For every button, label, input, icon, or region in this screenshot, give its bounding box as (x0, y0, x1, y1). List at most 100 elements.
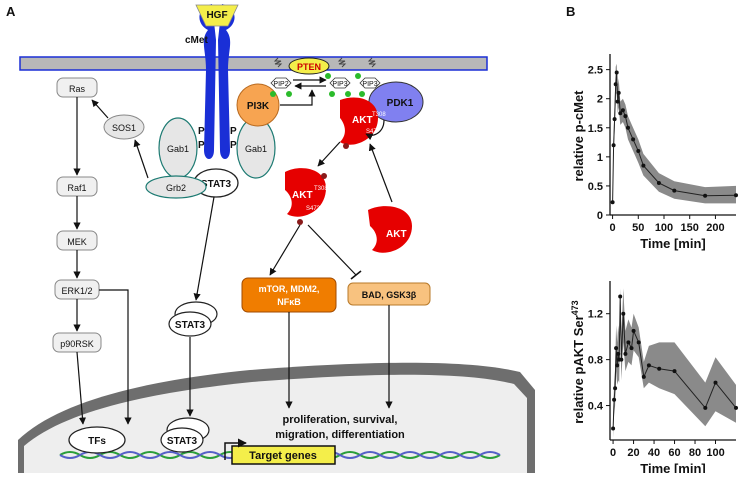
data-point (615, 363, 620, 368)
outcome-line1: proliferation, survival, (283, 414, 398, 426)
stat3-to-cytoplasm-arrow (193, 196, 215, 301)
grb2 (145, 175, 207, 199)
svg-text:S473: S473 (366, 129, 381, 135)
transcription-start-arrow (224, 438, 247, 460)
y-tick-label: 1.5 (588, 123, 603, 135)
pi3k (236, 83, 280, 127)
x-tick-label: 60 (668, 447, 680, 459)
data-point (614, 70, 619, 75)
svg-text:Ras: Ras (69, 84, 86, 94)
x-tick-label: 50 (632, 222, 644, 234)
pip3-a: PIP3 (329, 77, 351, 89)
data-point (618, 294, 623, 299)
data-point (631, 328, 636, 333)
x-tick-label: 0 (610, 222, 616, 234)
svg-text:P: P (230, 126, 237, 137)
data-point (626, 125, 630, 130)
data-point (614, 346, 619, 351)
pip2: PIP2 (270, 77, 292, 89)
svg-text:AKT: AKT (352, 115, 373, 126)
hgf-ligand: HGF (195, 4, 239, 27)
data-point (616, 90, 621, 95)
cmet-label: cMet (185, 35, 208, 46)
hgf-label: HGF (206, 10, 227, 21)
data-point (613, 386, 618, 391)
grb2-to-sos1-arrow (133, 139, 149, 179)
x-tick-label: 100 (655, 222, 673, 234)
akt-membrane: AKT T308 S473 (340, 97, 386, 149)
akt-membrane-to-active-arrow (317, 141, 341, 167)
y-tick-label: 0.8 (588, 355, 603, 367)
gab1-right-label: Gab1 (245, 144, 267, 154)
svg-text:P: P (198, 126, 205, 137)
y-tick-label: 1 (597, 152, 603, 164)
data-point (641, 163, 646, 168)
akt-inhibits-bad-bar (350, 270, 362, 280)
erk-to-tfs-arrow (99, 289, 132, 425)
x-axis-label: Time [min] (640, 461, 706, 473)
panel-a-letter: A (6, 4, 16, 19)
svg-text:PIP3: PIP3 (332, 81, 347, 88)
data-point (636, 340, 641, 345)
data-point (703, 193, 708, 198)
data-point (611, 143, 616, 148)
svg-text:BAD, GSK3β: BAD, GSK3β (362, 290, 417, 300)
svg-text:PIP3: PIP3 (362, 81, 377, 88)
p90rsk-to-tfs-arrow (76, 351, 87, 425)
x-tick-label: 80 (689, 447, 701, 459)
svg-text:P: P (198, 140, 205, 151)
data-point (613, 82, 618, 87)
data-point (703, 405, 708, 410)
y-axis-label-superscript: 473 (570, 300, 580, 315)
svg-text:T308: T308 (314, 186, 328, 192)
data-point (672, 188, 677, 193)
akt-recruitment-arrow (368, 143, 393, 203)
data-point (623, 351, 628, 356)
stat3-receptor-label: STAT3 (201, 179, 232, 190)
svg-text:AKT: AKT (386, 229, 407, 240)
svg-text:PIP2: PIP2 (273, 81, 288, 88)
svg-text:MEK: MEK (67, 237, 87, 247)
data-point (618, 111, 623, 116)
svg-text:mTOR, MDM2,: mTOR, MDM2, (259, 284, 320, 294)
pi3k-to-pip-arrow (280, 89, 316, 106)
data-point (621, 311, 626, 316)
sos1 (103, 114, 145, 140)
akt-to-mtor-arrow (269, 224, 301, 276)
y-tick-label: 2 (597, 94, 603, 106)
data-point (626, 340, 631, 345)
confidence-band (612, 63, 736, 207)
cell-membrane (19, 56, 488, 71)
svg-text:Raf1: Raf1 (67, 183, 86, 193)
data-point (612, 397, 617, 402)
pip3-b: PIP3 (359, 77, 381, 89)
y-tick-label: 0.5 (588, 181, 603, 193)
data-point (713, 380, 718, 385)
x-axis-label: Time [min] (640, 236, 706, 251)
svg-text:TFs: TFs (88, 436, 106, 447)
x-tick-label: 100 (706, 447, 724, 459)
akt-active: AKT T308 S473 (285, 168, 328, 225)
y-tick-label: 2.5 (588, 65, 603, 77)
svg-text:STAT3: STAT3 (167, 436, 198, 447)
sos1-label: SOS1 (112, 123, 136, 133)
svg-text:STAT3: STAT3 (175, 320, 206, 331)
svg-text:NFκB: NFκB (277, 297, 301, 307)
svg-text:S473: S473 (306, 206, 321, 212)
y-tick-label: 0 (597, 210, 603, 222)
x-tick-label: 200 (706, 222, 724, 234)
data-point (620, 108, 625, 113)
y-axis-label: relative pAKT Ser473 (570, 300, 586, 423)
pi3k-label: PI3K (247, 101, 270, 112)
svg-text:AKT: AKT (292, 190, 313, 201)
svg-text:P: P (230, 140, 237, 151)
stat3-nucleus-dimer: STAT3 (160, 417, 210, 453)
svg-text:ERK1/2: ERK1/2 (61, 286, 92, 296)
x-tick-label: 150 (681, 222, 699, 234)
svg-text:p90RSK: p90RSK (60, 339, 94, 349)
data-point (623, 114, 628, 119)
